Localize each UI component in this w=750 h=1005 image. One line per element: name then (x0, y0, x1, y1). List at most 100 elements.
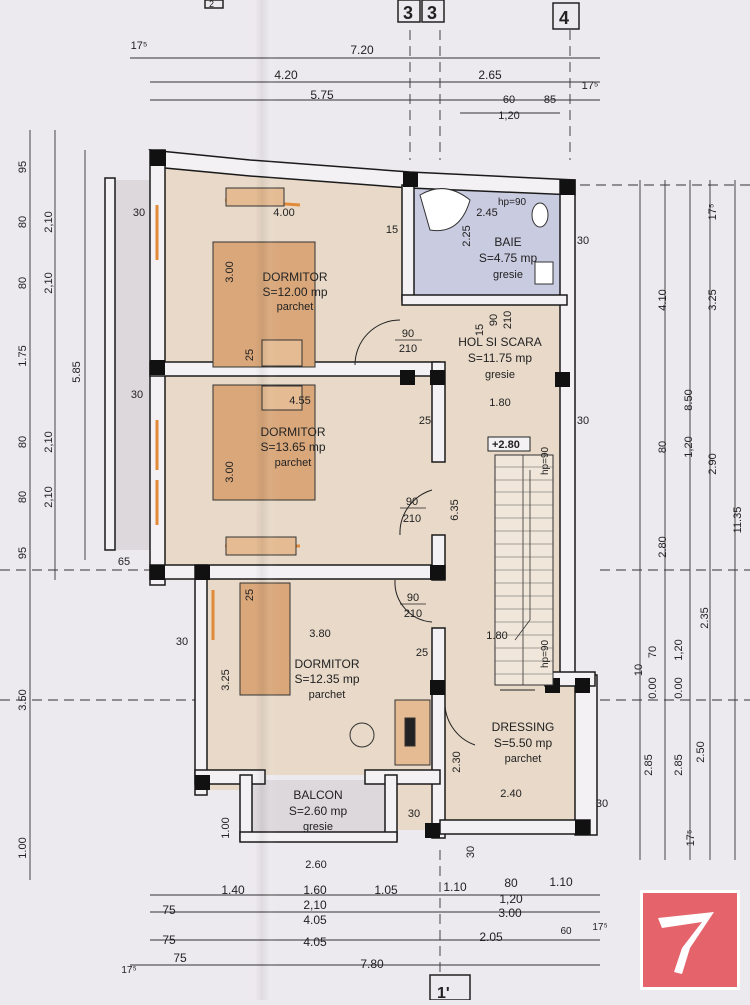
lower-left-wall (194, 564, 208, 796)
room-floor: parchet (309, 689, 346, 701)
right-wall (559, 179, 576, 681)
brand-logo (640, 890, 740, 990)
door-labels: 90 210 90 210 90 210 15 90 210 (395, 311, 514, 620)
chair-icon (349, 722, 375, 748)
dim-label: 80 (504, 876, 518, 890)
interior-dims: 4.00 4.55 3.80 2.45 2.25 1.80 1.80 2.40 … (131, 207, 608, 871)
dim-label: 2.85 (643, 754, 655, 775)
axis-3a-box (397, 0, 421, 23)
furniture (212, 187, 554, 766)
dim-label: 25 (419, 415, 431, 427)
dim-label: 2.80 (657, 536, 669, 557)
room-name: DORMITOR (260, 425, 325, 439)
room-floor: parchet (505, 753, 542, 765)
dim-label: 75 (162, 933, 176, 947)
door-height: 210 (403, 513, 421, 525)
stairs (494, 454, 554, 686)
dim-label: 95 (17, 161, 29, 173)
partition-wall (431, 361, 446, 463)
dim-label: 2.30 (451, 751, 463, 772)
door-swing (394, 579, 433, 623)
dim-label: 3.80 (309, 628, 330, 640)
dim-label: 80 (17, 277, 29, 289)
dim-label: 2.65 (478, 68, 502, 82)
room-floor: parchet (277, 301, 314, 313)
room-area: S=4.75 mp (479, 251, 538, 265)
balcony-fill (250, 780, 390, 835)
axis-label: 4 (559, 8, 569, 28)
dim-label: 2,10 (43, 211, 55, 232)
dim-label: 30 (596, 798, 608, 810)
dim-label: 25 (244, 589, 256, 601)
dim-label: 80 (17, 216, 29, 228)
dim-label: 1.10 (443, 880, 467, 894)
dim-label: 1.10 (549, 875, 573, 889)
bathtub-icon (419, 188, 471, 232)
dim-label: 30 (465, 846, 477, 858)
room-name: HOL SI SCARA (458, 335, 542, 349)
door-swing (354, 319, 401, 366)
dimension-lines (0, 30, 750, 975)
dressing-right-wall (574, 674, 598, 836)
top-dims: 17⁵ 7.20 4.20 2.65 17⁵ 5.75 60 85 1,20 (131, 40, 599, 122)
room-name: DORMITOR (294, 657, 359, 671)
dim-label: 95 (17, 547, 29, 559)
door-width: 90 (402, 328, 414, 340)
center-wall (431, 627, 446, 839)
stair-mark: hp=90 (540, 446, 551, 475)
dim-label: 3.00 (224, 461, 236, 482)
room-floor: gresie (485, 369, 515, 381)
axis-label: 3 (403, 3, 413, 23)
bed-icon (239, 582, 291, 696)
dim-label: 85 (544, 94, 556, 106)
dim-label: 2,10 (43, 272, 55, 293)
room-floor: parchet (275, 457, 312, 469)
dim-label: 4.10 (657, 289, 669, 310)
bath-bottom-wall (401, 294, 568, 306)
level-mark: +2.80 (492, 439, 520, 451)
door-swing (444, 699, 476, 746)
dim-label: 2.25 (461, 225, 473, 246)
dim-label: 1,20 (683, 436, 695, 457)
room-name: BAIE (494, 235, 521, 249)
dim-label: 15 (386, 224, 398, 236)
axis-3b-box (421, 0, 445, 23)
dim-label: 2.45 (476, 207, 497, 219)
dim-label: 0.00 (647, 677, 659, 698)
door-width: 90 (406, 496, 418, 508)
dim-label: 1,20 (499, 892, 523, 906)
axis-label: 1' (437, 985, 450, 1000)
dim-label: 7.80 (360, 957, 384, 971)
dim-label: 4.00 (273, 207, 294, 219)
dim-label: 6.35 (449, 499, 461, 520)
dim-label: 30 (131, 389, 143, 401)
room-area: S=5.50 mp (494, 736, 553, 750)
room-area: S=12.35 mp (294, 672, 359, 686)
dim-label: 2.05 (479, 930, 503, 944)
dim-label: 1.00 (220, 817, 232, 838)
dim-label: 30 (133, 207, 145, 219)
dim-label: 1.80 (489, 397, 510, 409)
balcony-side (239, 774, 253, 841)
dim-label: 30 (408, 808, 420, 820)
dim-label: 17⁵ (582, 80, 599, 92)
dim-label: 65 (118, 556, 130, 568)
dim-label: 7.20 (350, 43, 374, 57)
dim-label: 2.40 (500, 788, 521, 800)
door-swing (399, 489, 433, 536)
dim-label: 60 (560, 926, 572, 937)
wardrobe-icon (225, 536, 297, 556)
room-area: S=11.75 mp (468, 351, 532, 365)
axis-2-box (204, 0, 224, 9)
dim-label: 8.50 (683, 389, 695, 410)
door-height: 210 (404, 608, 422, 620)
axis-4-box (552, 2, 580, 30)
door-width: 90 (488, 314, 500, 326)
bottom-dims: 1.40 1.60 1.05 1.10 80 1.10 75 2,10 1,20… (121, 875, 607, 976)
dim-label: 80 (657, 441, 669, 453)
door-label: 15 (474, 324, 486, 336)
dim-label: 0.00 (673, 677, 685, 698)
door-height: 210 (399, 343, 417, 355)
